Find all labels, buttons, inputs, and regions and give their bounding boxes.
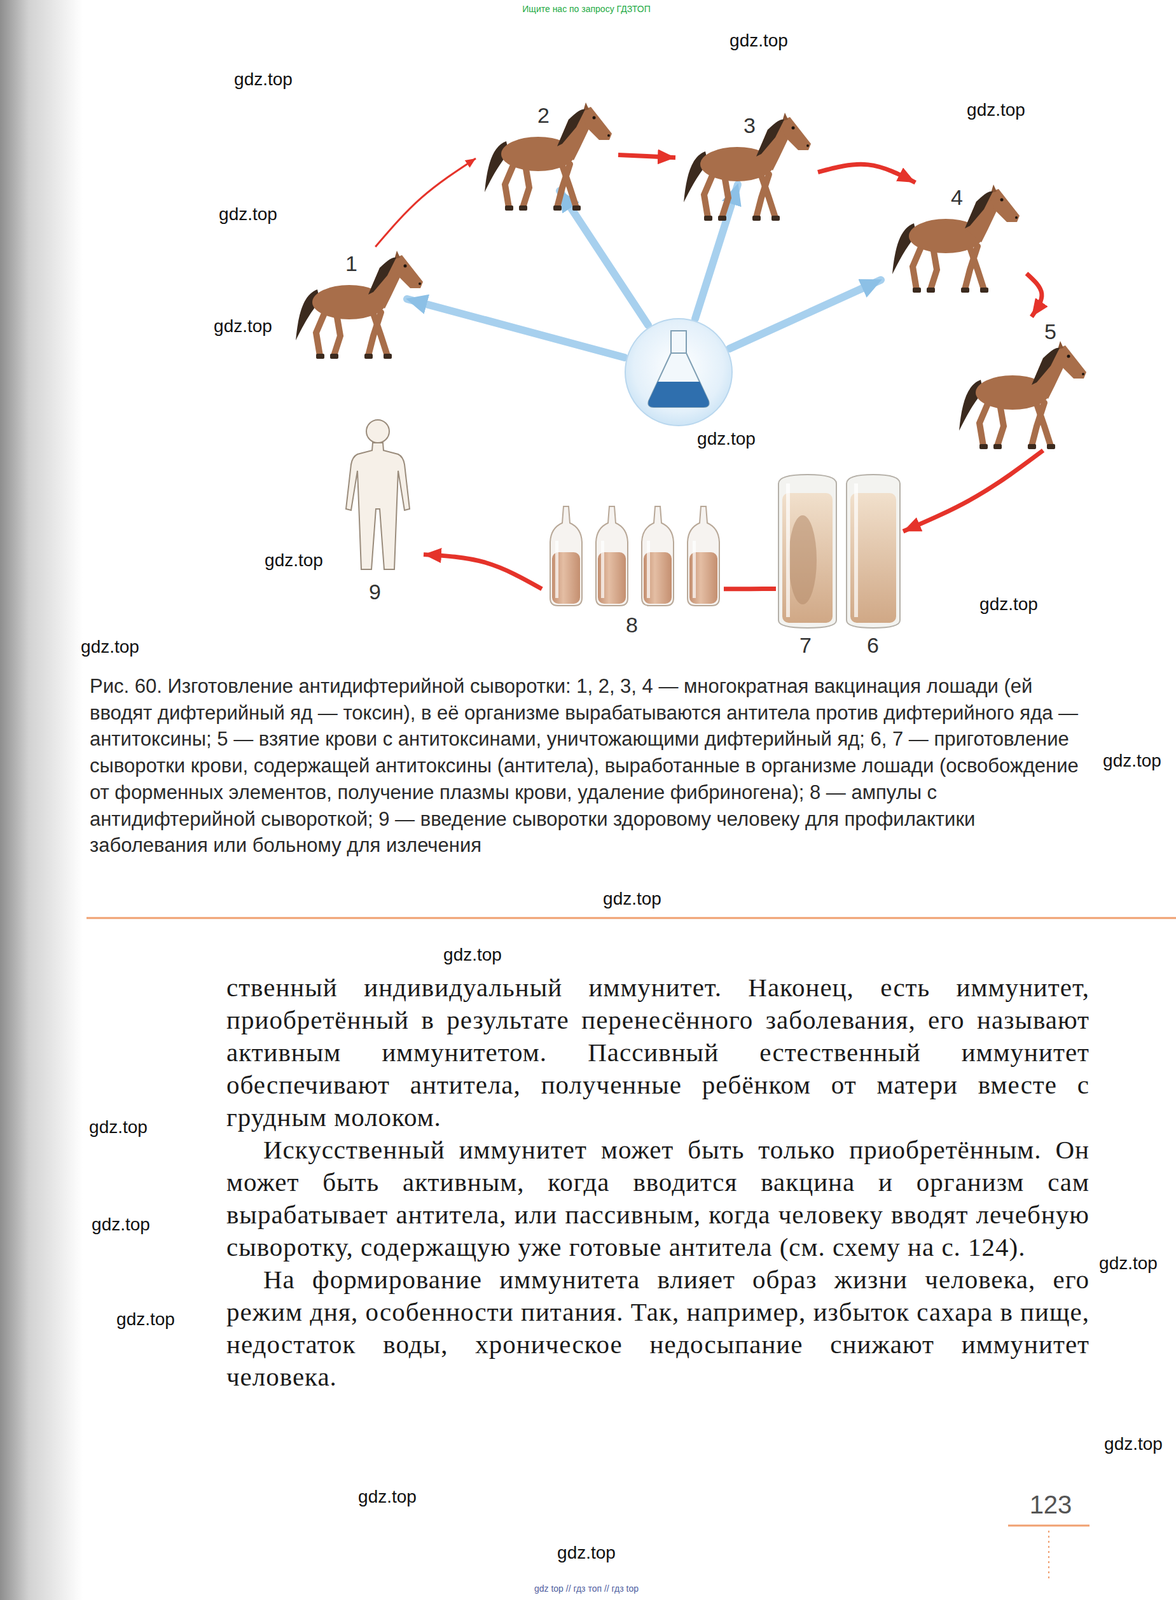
- watermark: gdz.top: [1099, 1252, 1158, 1274]
- callout-number: 3: [743, 113, 756, 139]
- callout-number: 1: [345, 251, 358, 277]
- tubes: [778, 474, 900, 628]
- callout-number: 7: [799, 632, 812, 658]
- flow-arrow: [817, 164, 916, 183]
- watermark: gdz.top: [979, 594, 1038, 615]
- watermark: gdz.top: [557, 1542, 616, 1563]
- body-paragraph: ственный индивидуальный иммунитет. Након…: [226, 971, 1090, 1134]
- watermark: gdz.top: [1104, 1433, 1163, 1454]
- callout-number: 2: [537, 103, 550, 128]
- figure-node: 6: [844, 471, 904, 661]
- watermark: gdz.top: [80, 636, 140, 658]
- flow-arrow: [618, 155, 676, 158]
- flask: [625, 318, 733, 426]
- binding-shadow: [0, 0, 83, 1600]
- watermark: gdz.top: [234, 69, 293, 90]
- page-number-dots: [1048, 1530, 1050, 1582]
- watermark: gdz.top: [697, 428, 756, 450]
- watermark: gdz.top: [443, 944, 502, 965]
- callout-number: 8: [625, 612, 638, 638]
- watermark: gdz.top: [213, 316, 273, 337]
- figure-node: 8: [541, 502, 724, 640]
- figure-node: 4: [884, 182, 1027, 298]
- watermark: gdz.top: [264, 550, 324, 571]
- callout-number: 6: [866, 632, 879, 658]
- watermark: gdz.top: [358, 1486, 417, 1507]
- figure-node: 9: [330, 414, 424, 607]
- separator-line: [86, 917, 1176, 920]
- flow-arrow: [375, 158, 476, 247]
- watermark: gdz.top: [1102, 750, 1162, 771]
- watermark: gdz.top: [116, 1308, 175, 1330]
- ampoules: [550, 506, 720, 606]
- figure-node: 7: [775, 471, 840, 661]
- watermark: gdz.top: [89, 1116, 148, 1138]
- body-text: ственный индивидуальный иммунитет. Након…: [226, 971, 1090, 1393]
- page-number-rule: [1008, 1524, 1090, 1527]
- figure-node: 2: [475, 100, 619, 217]
- horses: [295, 102, 1087, 450]
- flow-arrow: [1026, 273, 1042, 317]
- body-paragraph: На формирование иммунитета влияет образ …: [226, 1263, 1090, 1393]
- figure-node: 5: [951, 316, 1089, 451]
- flow-arrow: [423, 554, 542, 589]
- site-banner: Ищите нас по запросу ГДЗТОП: [522, 3, 651, 14]
- watermark: gdz.top: [729, 30, 789, 51]
- callout-number: 4: [950, 185, 963, 210]
- watermark: gdz.top: [91, 1214, 151, 1235]
- site-footer: gdz top // гдз топ // гдз top: [534, 1583, 639, 1594]
- callout-number: 9: [368, 579, 381, 605]
- watermark: gdz.top: [966, 99, 1026, 121]
- figure-caption: Рис. 60. Изготовление антидифтерийной сы…: [89, 672, 1085, 859]
- page-number: 123: [1029, 1490, 1073, 1519]
- human-figure: [345, 419, 410, 570]
- figure-node: 1: [287, 246, 425, 364]
- flow-arrow: [723, 586, 776, 591]
- body-paragraph: Искусственный иммунитет может быть тольк…: [226, 1133, 1090, 1264]
- flow-arrow: [903, 450, 1044, 532]
- watermark: gdz.top: [602, 888, 662, 909]
- figure-node: 3: [675, 109, 818, 222]
- watermark: gdz.top: [218, 204, 278, 225]
- callout-number: 5: [1044, 319, 1057, 345]
